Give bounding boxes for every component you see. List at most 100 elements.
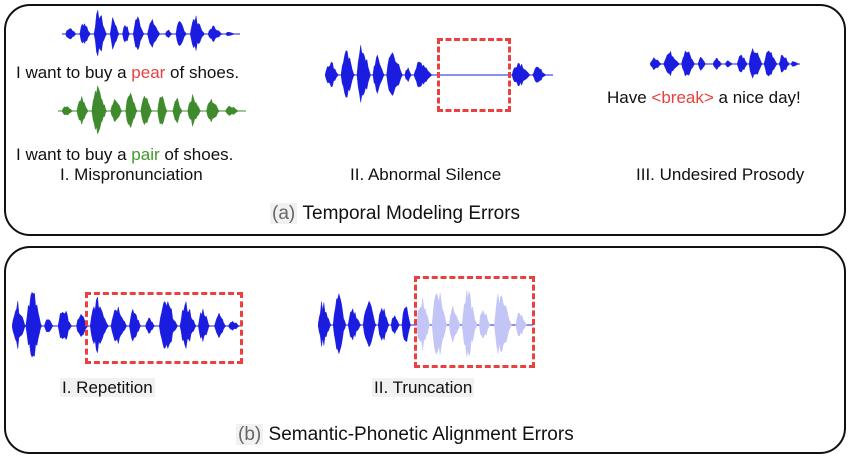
waveform-segment bbox=[91, 85, 108, 135]
word-pair: pair bbox=[131, 145, 160, 164]
panel-a-title: (a) Temporal Modeling Errors bbox=[270, 203, 520, 225]
caption-truncation: II. Truncation bbox=[372, 378, 475, 398]
waveform-segment bbox=[158, 300, 178, 350]
waveform-segment bbox=[377, 307, 390, 341]
waveform-segment bbox=[225, 32, 236, 36]
sentence-prosody-post: a nice day! bbox=[713, 88, 801, 107]
waveform-segment bbox=[93, 10, 107, 57]
waveform-segment bbox=[43, 319, 54, 333]
caption-repetition-text: I. Repetition bbox=[60, 378, 155, 397]
waveform-segment bbox=[61, 106, 74, 116]
waveform-pear-svg bbox=[62, 10, 240, 57]
waveform-pair bbox=[58, 84, 246, 138]
waveform-segment bbox=[681, 50, 696, 77]
waveform-segment bbox=[332, 292, 347, 355]
waveform-segment bbox=[147, 18, 161, 49]
waveform-segment bbox=[122, 24, 130, 43]
sentence-pear: I want to buy a pear of shoes. bbox=[16, 63, 239, 83]
waveform-segment bbox=[736, 54, 748, 73]
waveform-segment bbox=[145, 317, 155, 334]
caption-truncation-text: II. Truncation bbox=[372, 378, 475, 397]
waveform-segment bbox=[57, 310, 73, 341]
waveform-segment bbox=[697, 56, 706, 71]
waveform-segment bbox=[461, 290, 478, 357]
waveform-segment bbox=[227, 320, 241, 331]
panel-b-title: (b) Semantic-Phonetic Alignment Errors bbox=[236, 424, 574, 446]
truncation-highlight-box bbox=[414, 276, 535, 368]
sentence-pair-post: of shoes. bbox=[159, 145, 234, 164]
caption-repetition: I. Repetition bbox=[60, 378, 155, 398]
waveform-segment bbox=[132, 16, 145, 51]
waveform-segment bbox=[225, 105, 239, 116]
caption-undesired-prosody: III. Undesired Prosody bbox=[636, 165, 805, 184]
waveform-segment bbox=[318, 301, 332, 347]
waveform-segment bbox=[431, 292, 448, 355]
waveform-segment bbox=[362, 300, 377, 348]
waveform-segment bbox=[172, 97, 183, 124]
waveform-segment bbox=[175, 20, 187, 47]
waveform-segment bbox=[109, 17, 120, 51]
waveform-segment bbox=[12, 300, 27, 350]
waveform-segment bbox=[448, 305, 461, 343]
waveform-segment bbox=[207, 25, 223, 42]
waveform-segment bbox=[340, 50, 355, 98]
sentence-prosody: Have <break> a nice day! bbox=[607, 88, 801, 108]
waveform-segment bbox=[724, 60, 733, 68]
silence-highlight-box bbox=[437, 38, 511, 112]
panel-semantic-phonetic-alignment-errors bbox=[4, 246, 846, 454]
sentence-pear-pre: I want to buy a bbox=[16, 63, 132, 82]
waveform-segment bbox=[65, 28, 77, 40]
sentence-pear-post: of shoes. bbox=[165, 63, 240, 82]
waveform-segment bbox=[347, 308, 362, 341]
waveform-truncation-svg bbox=[318, 290, 533, 357]
waveform-segment bbox=[404, 67, 412, 83]
sentence-pair-pre: I want to buy a bbox=[16, 145, 132, 164]
waveform-segment bbox=[650, 57, 663, 71]
repetition-highlight-box bbox=[85, 292, 243, 364]
waveform-segment bbox=[164, 29, 173, 38]
waveform-truncation bbox=[318, 282, 533, 368]
waveform-segment bbox=[25, 291, 43, 358]
waveform-segment bbox=[129, 308, 142, 342]
waveform-segment bbox=[89, 296, 109, 354]
waveform-segment bbox=[189, 15, 205, 51]
word-pear: pear bbox=[131, 63, 166, 82]
waveform-segment bbox=[76, 96, 89, 126]
waveform-segment bbox=[413, 61, 433, 88]
waveform-segment bbox=[401, 306, 411, 343]
waveform-segment bbox=[356, 45, 371, 103]
sentence-prosody-pre: Have bbox=[607, 88, 652, 107]
waveform-segment bbox=[416, 297, 431, 351]
waveform-segment bbox=[494, 293, 512, 354]
waveform-segment bbox=[532, 66, 547, 83]
waveform-prosody bbox=[650, 44, 800, 84]
sentence-pair: I want to buy a pair of shoes. bbox=[16, 145, 233, 165]
waveform-repetition bbox=[12, 286, 242, 366]
caption-abnormal-silence: II. Abnormal Silence bbox=[350, 165, 502, 184]
waveform-segment bbox=[763, 50, 778, 77]
waveform-repetition-svg bbox=[12, 291, 242, 358]
waveform-prosody-svg bbox=[650, 47, 800, 79]
waveform-segment bbox=[511, 63, 531, 86]
waveform-segment bbox=[479, 309, 491, 339]
waveform-segment bbox=[778, 54, 790, 73]
panel-b-tag: (b) bbox=[238, 424, 262, 445]
waveform-segment bbox=[110, 306, 128, 344]
waveform-segment bbox=[325, 61, 339, 88]
caption-mispronunciation: I. Mispronunciation bbox=[60, 165, 203, 184]
waveform-segment bbox=[79, 23, 91, 44]
waveform-segment bbox=[206, 98, 221, 123]
waveform-segment bbox=[125, 92, 138, 129]
waveform-segment bbox=[790, 61, 799, 67]
panel-a-tag: (a) bbox=[272, 203, 296, 224]
waveform-segment bbox=[187, 94, 202, 127]
waveform-segment bbox=[372, 54, 385, 94]
break-tag: <break> bbox=[651, 88, 714, 107]
waveform-pear bbox=[62, 8, 240, 60]
waveform-segment bbox=[663, 50, 681, 77]
waveform-pair-svg bbox=[58, 85, 246, 135]
waveform-segment bbox=[198, 308, 211, 342]
waveform-segment bbox=[712, 57, 723, 70]
waveform-segment bbox=[179, 301, 197, 349]
waveform-segment bbox=[140, 95, 153, 126]
